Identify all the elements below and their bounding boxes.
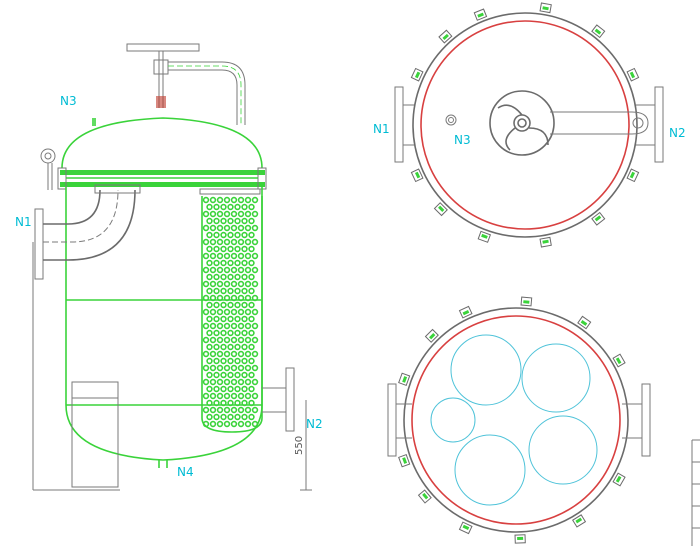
- clamp-bolt-icon: [626, 168, 640, 183]
- clamp-bolt-icon: [577, 315, 592, 330]
- clamp-bolt-icon: [591, 24, 606, 39]
- clamp-bolt-icon: [514, 534, 526, 544]
- section-view: [387, 296, 651, 544]
- perforated-basket: [199, 188, 263, 433]
- top-view: N1 N3 N2: [373, 2, 686, 248]
- clamp-bolt-icon: [473, 8, 488, 21]
- clamp-bolt-icon: [417, 489, 432, 504]
- clamp-bolt-icon: [438, 29, 453, 44]
- clamp-bolt-icon: [410, 67, 424, 82]
- handwheel-icon: [126, 43, 200, 108]
- eyebolt-icon: [40, 148, 56, 190]
- top-n2-label: N2: [669, 126, 686, 140]
- dimension-550-label: 550: [294, 436, 305, 455]
- top-n1-label: N1: [373, 122, 390, 136]
- clamp-bolt-icon: [520, 296, 533, 307]
- clamp-bolt-icon: [539, 2, 552, 14]
- clamp-bolt-icon: [433, 202, 448, 217]
- clamp-bolt-icon: [591, 211, 606, 226]
- clamp-bolt-icon: [539, 236, 552, 248]
- clamp-bolt-icon: [398, 372, 411, 387]
- side-n2-label: N2: [306, 417, 323, 431]
- clamp-bolt-icon: [626, 67, 640, 82]
- clamp-bolt-icon: [612, 353, 626, 368]
- filter-basket-circles: [430, 334, 598, 506]
- clamp-bolt-icon: [612, 472, 626, 487]
- clamp-bolt-icon: [572, 514, 587, 528]
- clamp-bolt-icon: [424, 328, 439, 343]
- clamp-bolt-icon: [477, 230, 492, 243]
- side-view: N3 N1 N2 N4 550: [15, 43, 323, 491]
- side-n3-label: N3: [60, 94, 77, 108]
- clamp-bolt-icon: [410, 168, 424, 183]
- side-n4-label: N4: [177, 465, 194, 479]
- clamp-bolt-icon: [458, 305, 473, 319]
- handwheel-icon: [489, 90, 555, 156]
- clamp-bolt-icon: [398, 453, 411, 468]
- title-block-edge: [691, 439, 700, 546]
- side-n1-label: N1: [15, 215, 32, 229]
- top-n3-label: N3: [454, 133, 471, 147]
- clamp-bolt-icon: [458, 521, 473, 535]
